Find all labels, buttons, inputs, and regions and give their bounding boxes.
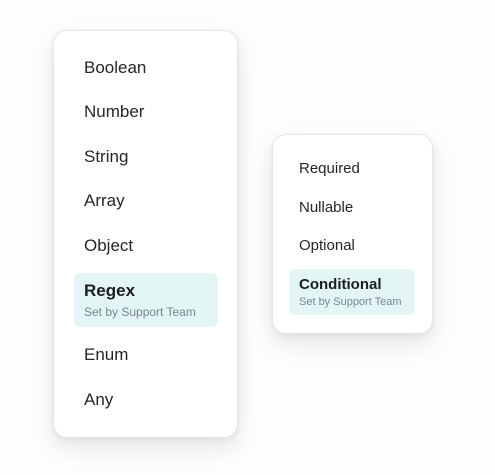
menu-item-sublabel: Set by Support Team [84, 305, 196, 319]
menu-item-label: Optional [299, 236, 355, 254]
menu-item-label: Any [84, 390, 114, 409]
menu-item-label: Regex [84, 281, 136, 300]
menu-item-required[interactable]: Required [289, 153, 415, 183]
menu-item-label: Object [84, 236, 134, 255]
menu-item-regex[interactable]: Regex Set by Support Team [74, 273, 218, 327]
type-dropdown-menu: Boolean Number String Array Object Regex… [53, 30, 238, 438]
menu-item-label: Enum [84, 345, 129, 364]
menu-item-number[interactable]: Number [74, 95, 218, 129]
menu-item-label: String [84, 147, 129, 166]
menu-item-optional[interactable]: Optional [289, 230, 415, 260]
menu-item-sublabel: Set by Support Team [299, 296, 402, 308]
menu-item-enum[interactable]: Enum [74, 338, 218, 372]
menu-item-any[interactable]: Any [74, 383, 218, 417]
menu-item-label: Number [84, 102, 145, 121]
menu-item-conditional[interactable]: Conditional Set by Support Team [289, 269, 415, 315]
modifier-dropdown-menu: Required Nullable Optional Conditional S… [272, 134, 433, 334]
menu-item-label: Array [84, 191, 125, 210]
menu-item-label: Nullable [299, 198, 354, 216]
menu-item-label: Boolean [84, 58, 147, 77]
menu-item-object[interactable]: Object [74, 229, 218, 263]
menu-item-nullable[interactable]: Nullable [289, 192, 415, 222]
menu-item-label: Conditional [299, 276, 382, 293]
menu-item-label: Required [299, 159, 360, 177]
menu-item-string[interactable]: String [74, 140, 218, 174]
menu-item-array[interactable]: Array [74, 184, 218, 218]
menu-item-boolean[interactable]: Boolean [74, 51, 218, 85]
